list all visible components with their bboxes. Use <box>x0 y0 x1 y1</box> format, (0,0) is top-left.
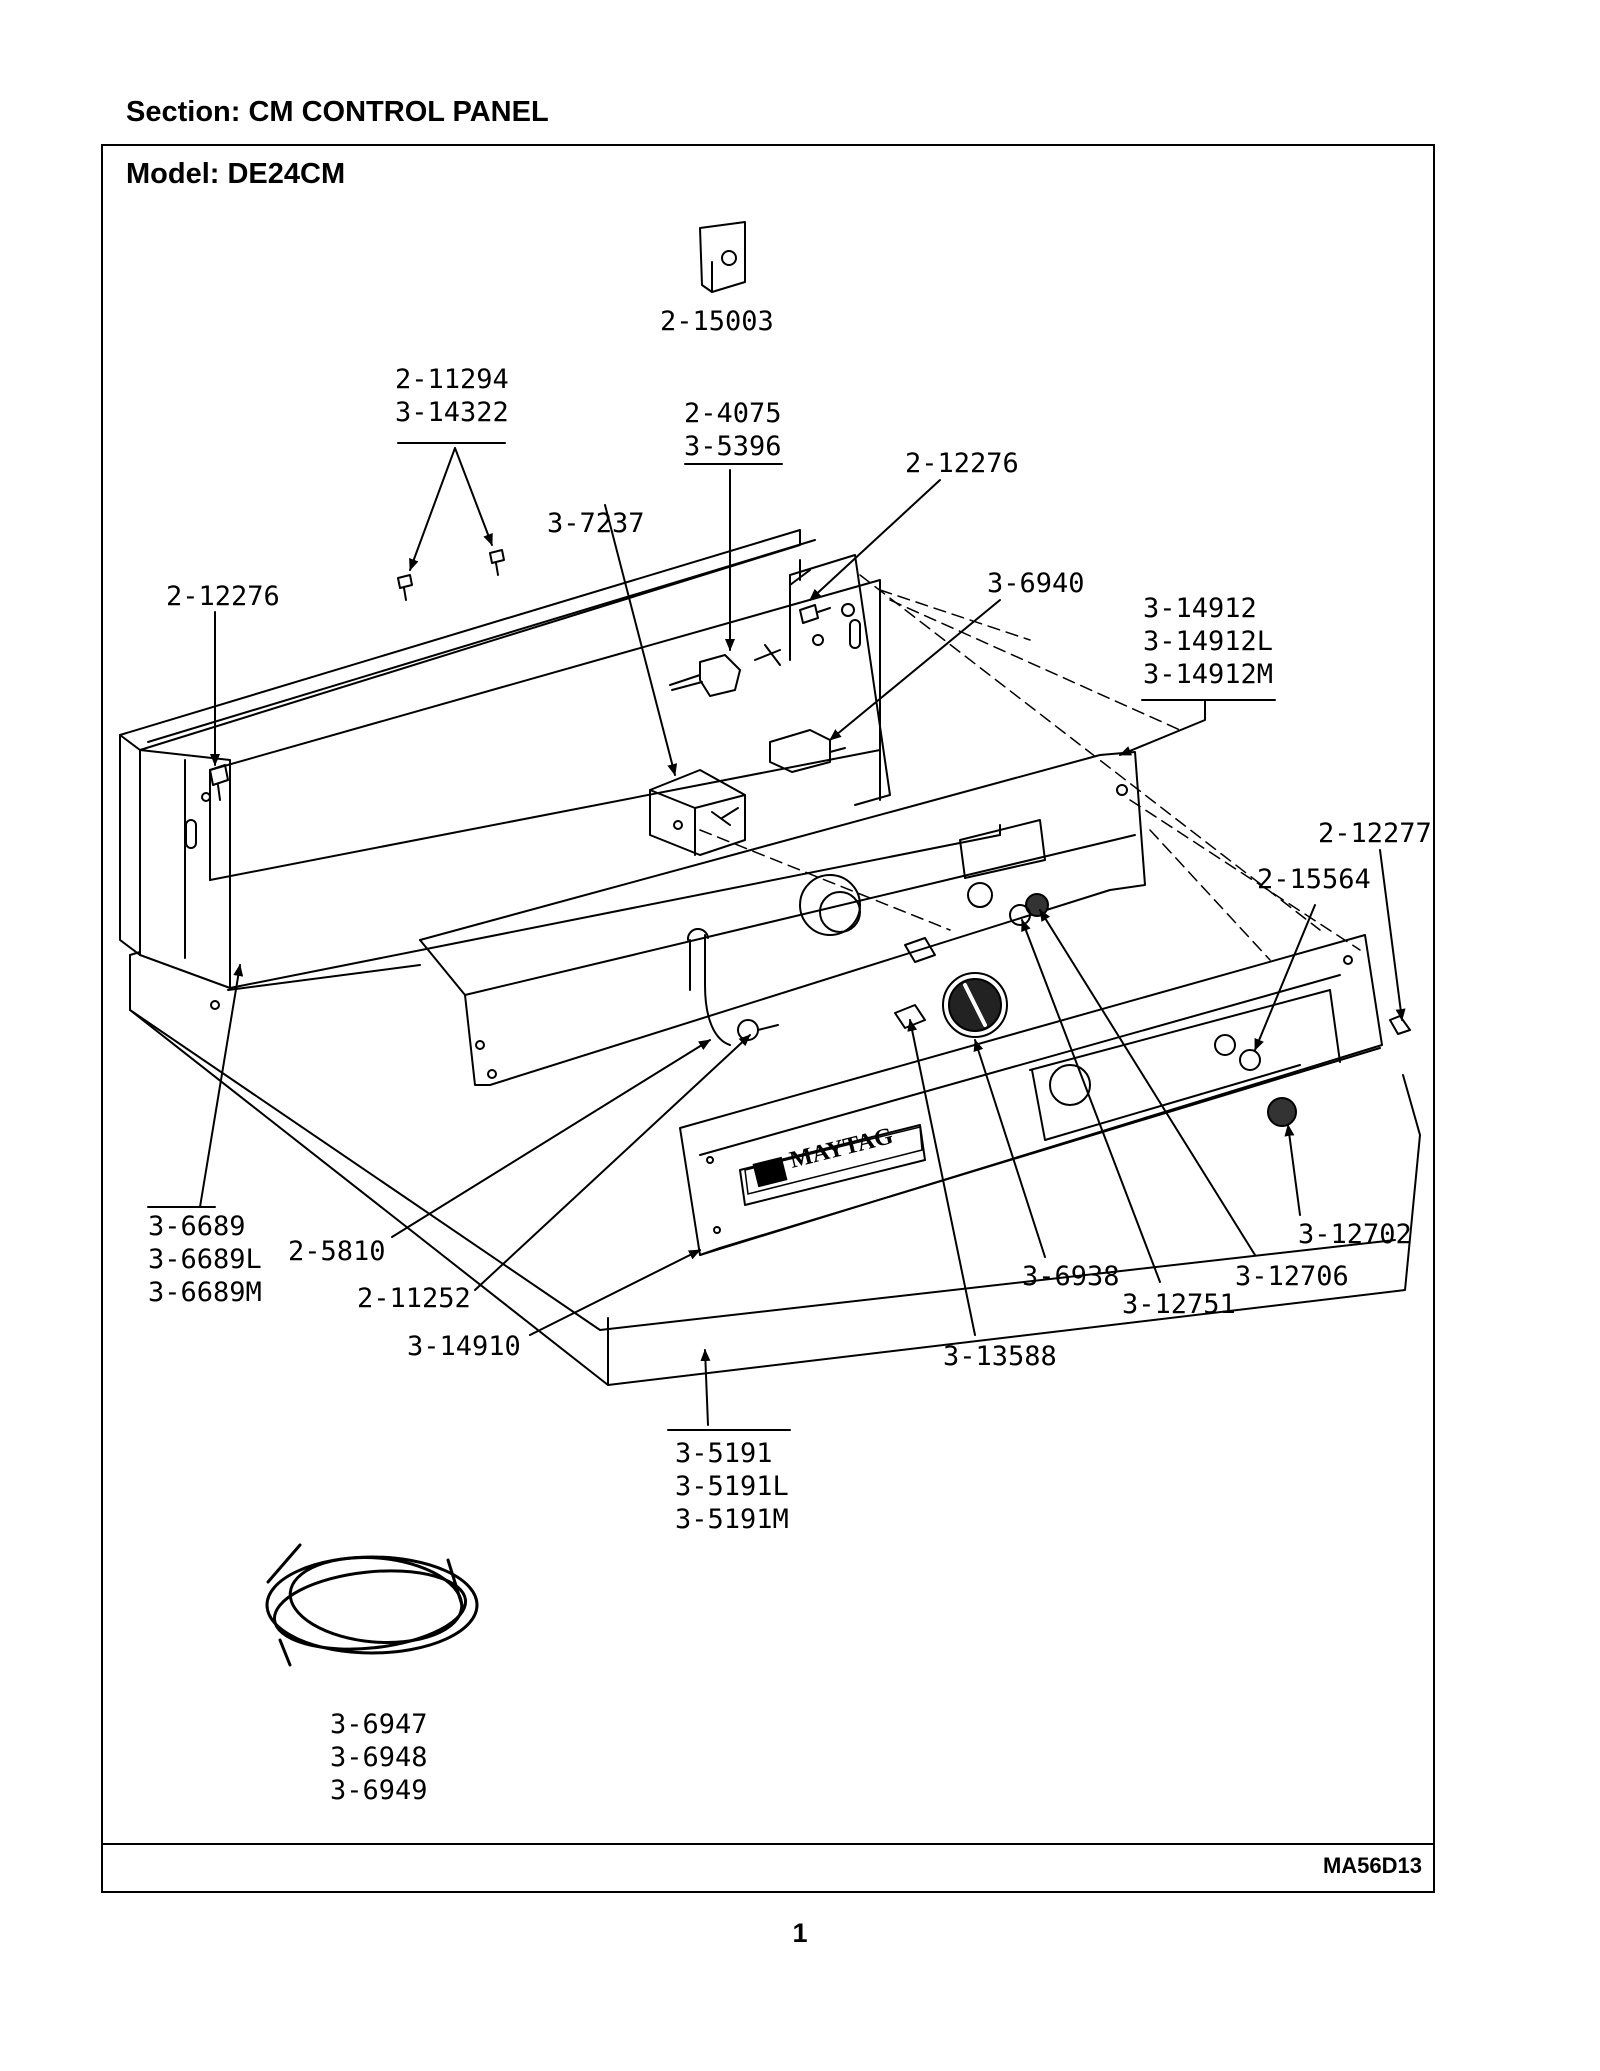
callout-rules <box>147 442 1276 1431</box>
switch-3-6940 <box>769 729 846 773</box>
screw-2-11294 <box>397 574 413 601</box>
clip-part <box>699 221 746 293</box>
callout-label-c8: 3-14912 3-14912L 3-14912M <box>1143 593 1289 690</box>
knob-3-6938 <box>942 972 1008 1038</box>
callout-label-c20: 3-5191 3-5191L 3-5191M <box>675 1438 805 1535</box>
callout-labels: 2-15003 2-11294 3-14322 2-4075 3-5396 3-… <box>148 306 1432 1806</box>
logo-text: MAYTAG <box>787 1123 896 1174</box>
diagram-frame <box>101 144 1435 1893</box>
screw-2-12276-right <box>799 604 831 624</box>
callout-label-c12: 2-5810 <box>288 1236 386 1267</box>
callout-label-c13: 2-11252 <box>357 1283 471 1314</box>
callout-label-c5: 2-12276 <box>905 448 1019 479</box>
callout-label-c15: 3-12702 <box>1298 1219 1412 1250</box>
document-code: MA56D13 <box>1322 1853 1422 1878</box>
callout-label-c3: 2-4075 3-5396 <box>684 398 798 462</box>
screw-2-12276-left <box>209 764 229 801</box>
callout-label-c10: 2-15564 <box>1257 864 1371 895</box>
front-control-panel <box>419 751 1146 1086</box>
wire-harness <box>265 1543 479 1667</box>
terminal-2-4075 <box>669 644 781 697</box>
callout-label-c1: 2-15003 <box>660 306 774 337</box>
callout-label-c2: 2-11294 3-14322 <box>395 364 525 428</box>
callout-label-c6: 2-12276 <box>166 581 280 612</box>
callout-label-c9: 2-12277 <box>1318 818 1432 849</box>
callout-label-c7: 3-6940 <box>987 568 1085 599</box>
screw-2-12277 <box>1389 1015 1411 1035</box>
console-base <box>129 951 1421 1386</box>
nut-3-12702 <box>1267 1097 1297 1127</box>
callout-label-c16: 3-6938 <box>1022 1261 1120 1292</box>
washer-3-12751 <box>1009 904 1031 926</box>
section-title: Section: CM CONTROL PANEL <box>126 96 549 128</box>
guide-lines <box>699 574 1361 961</box>
relay-3-7237 <box>649 769 746 856</box>
callout-label-c21: 3-6947 3-6948 3-6949 <box>330 1709 444 1806</box>
ground-wire-2-5810 <box>704 984 779 1046</box>
callout-label-c19: 3-13588 <box>943 1341 1057 1372</box>
callout-label-c4: 3-7237 <box>547 508 645 539</box>
page-number: 1 <box>792 1918 808 1948</box>
model-title: Model: DE24CM <box>126 158 346 190</box>
light-2-15564 <box>1214 1034 1261 1071</box>
screw-3-14322 <box>489 549 505 576</box>
callout-label-c14: 3-14910 <box>407 1331 521 1362</box>
callout-label-c17: 3-12706 <box>1235 1261 1349 1292</box>
side-bracket <box>789 554 891 806</box>
leader-arrows <box>199 447 1406 1426</box>
callout-label-c18: 3-12751 <box>1122 1289 1236 1320</box>
back-panel <box>119 529 1001 989</box>
footer-rule <box>101 1843 1435 1845</box>
rivet-3-13588 <box>894 937 936 1029</box>
front-trim-panel <box>679 934 1383 1256</box>
callout-label-c11: 3-6689 3-6689L 3-6689M <box>148 1211 278 1308</box>
